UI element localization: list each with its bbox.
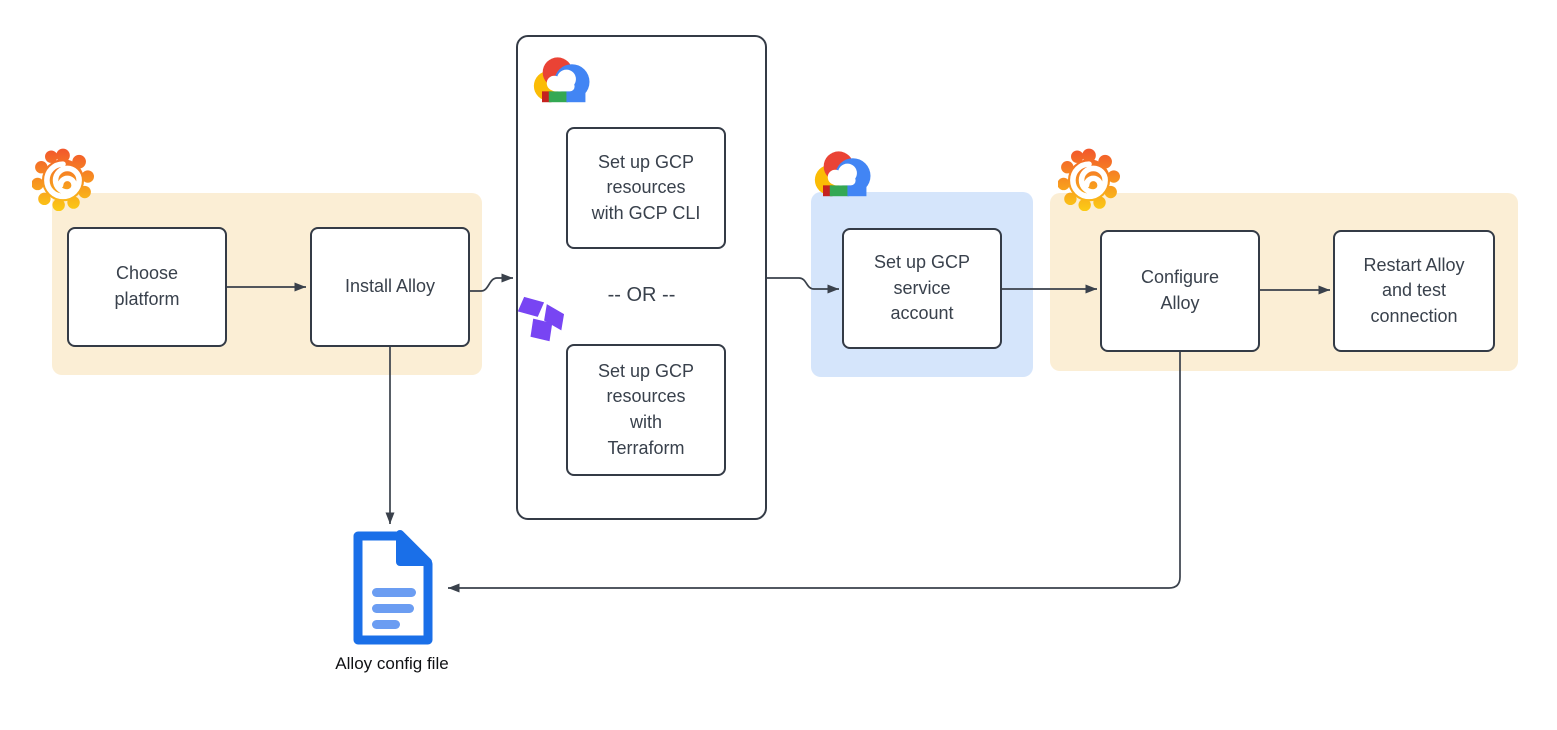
node-restart-alloy: Restart Alloy and test connection — [1333, 230, 1495, 352]
node-service-account-label: Set up GCP service account — [873, 252, 971, 324]
node-choose-platform-label: Choose platform — [114, 263, 180, 309]
node-configure-alloy-label: Configure Alloy — [1140, 267, 1220, 313]
document-icon — [342, 527, 442, 649]
config-file-label: Alloy config file — [335, 654, 449, 673]
gcp-cloud-icon — [527, 52, 595, 109]
node-gcp-cli-label: Set up GCP resources with GCP CLI — [591, 151, 701, 223]
node-configure-alloy: Configure Alloy — [1100, 230, 1260, 352]
or-divider-label: -- OR -- — [607, 284, 676, 306]
node-terraform-label: Set up GCP resources with Terraform — [597, 360, 695, 458]
gcp-cloud-icon — [808, 146, 876, 203]
node-install-alloy-label: Install Alloy — [344, 276, 436, 297]
grafana-icon — [32, 147, 94, 211]
node-service-account: Set up GCP service account — [842, 228, 1002, 349]
node-terraform: Set up GCP resources with Terraform — [566, 344, 726, 476]
node-gcp-cli: Set up GCP resources with GCP CLI — [566, 127, 726, 249]
node-install-alloy: Install Alloy — [310, 227, 470, 347]
grafana-icon — [1058, 147, 1120, 211]
node-choose-platform: Choose platform — [67, 227, 227, 347]
node-restart-alloy-label: Restart Alloy and test connection — [1363, 254, 1465, 326]
